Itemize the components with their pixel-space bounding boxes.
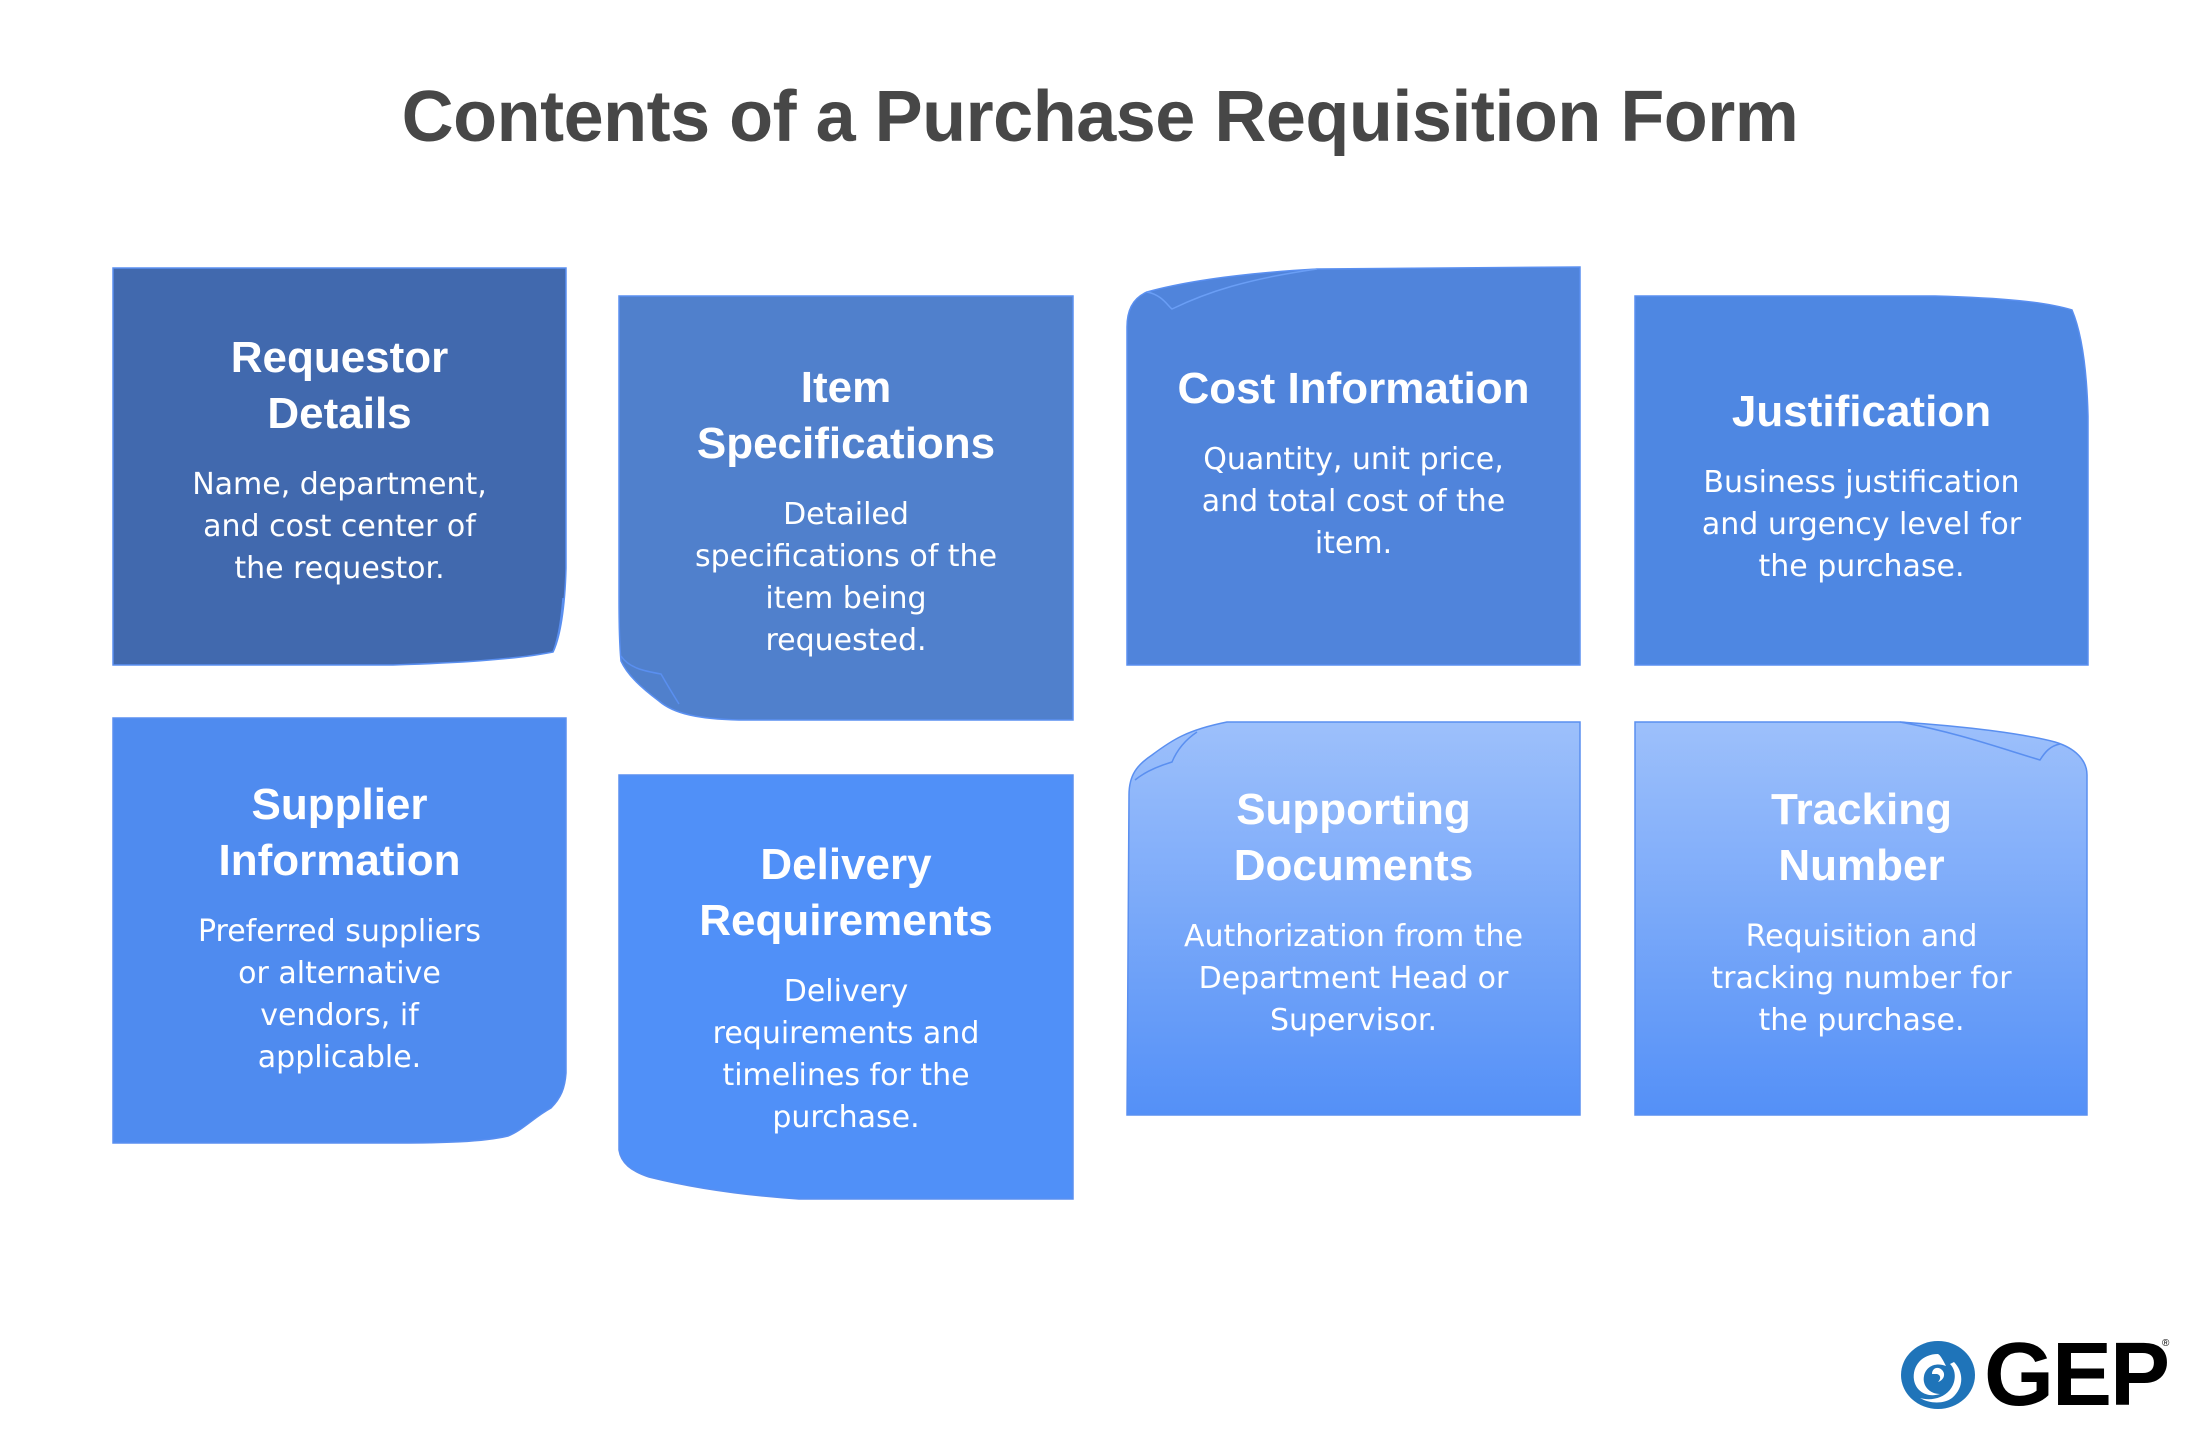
card-shape <box>112 717 567 1144</box>
card-heading: Supporting Documents <box>1233 784 1474 890</box>
card-description: Name, department, and cost center of the… <box>192 466 487 586</box>
card-heading: Tracking Number <box>1771 784 1952 890</box>
page-title: Contents of a Purchase Requisition Form <box>401 77 1799 157</box>
card-shape <box>1126 721 1581 1116</box>
card-shape <box>618 774 1074 1200</box>
card-heading: Supplier Information <box>218 779 461 885</box>
card-description: Preferred suppliers or alternative vendo… <box>197 913 482 1075</box>
swirl-icon <box>1901 1341 1975 1409</box>
card-heading: Item Specifications <box>696 363 996 468</box>
card-heading: Delivery Requirements <box>699 840 993 945</box>
card-justification: Justification Business justification and… <box>1634 295 2089 666</box>
card-tracking-number: Tracking Number Requisition and tracking… <box>1634 720 2088 1116</box>
card-item-specifications: Item Specifications Detailed specificati… <box>618 295 1074 721</box>
gep-logo: GEP ® <box>1900 1330 2170 1420</box>
card-shape <box>618 295 1074 721</box>
card-shape <box>112 267 567 666</box>
card-description: Quantity, unit price, and total cost of … <box>1201 442 1506 561</box>
card-delivery-requirements: Delivery Requirements Delivery requireme… <box>618 774 1074 1200</box>
card-shape <box>1634 295 2089 666</box>
card-supporting-documents: Supporting Documents Authorization from … <box>1126 720 1581 1116</box>
registered-mark: ® <box>2162 1338 2170 1349</box>
card-supplier-information: Supplier Information Preferred suppliers… <box>112 717 567 1144</box>
card-requestor-details: Requestor Details Name, department, and … <box>112 267 567 666</box>
card-cost-information: Cost Information Quantity, unit price, a… <box>1126 266 1581 666</box>
card-description: Authorization from the Department Head o… <box>1183 918 1524 1038</box>
card-description: Business justification and urgency level… <box>1701 464 2022 584</box>
card-description: Delivery requirements and timelines for … <box>712 974 980 1135</box>
card-shape <box>1126 266 1581 666</box>
card-heading: Requestor Details <box>230 332 449 438</box>
card-description: Requisition and tracking number for the … <box>1711 918 2012 1038</box>
card-heading: Cost Information <box>1177 364 1530 413</box>
card-heading: Justification <box>1731 386 1992 436</box>
card-description: Detailed specifications of the item bein… <box>694 497 998 658</box>
logo-text: GEP <box>1984 1325 2170 1425</box>
card-shape <box>1634 721 2088 1116</box>
